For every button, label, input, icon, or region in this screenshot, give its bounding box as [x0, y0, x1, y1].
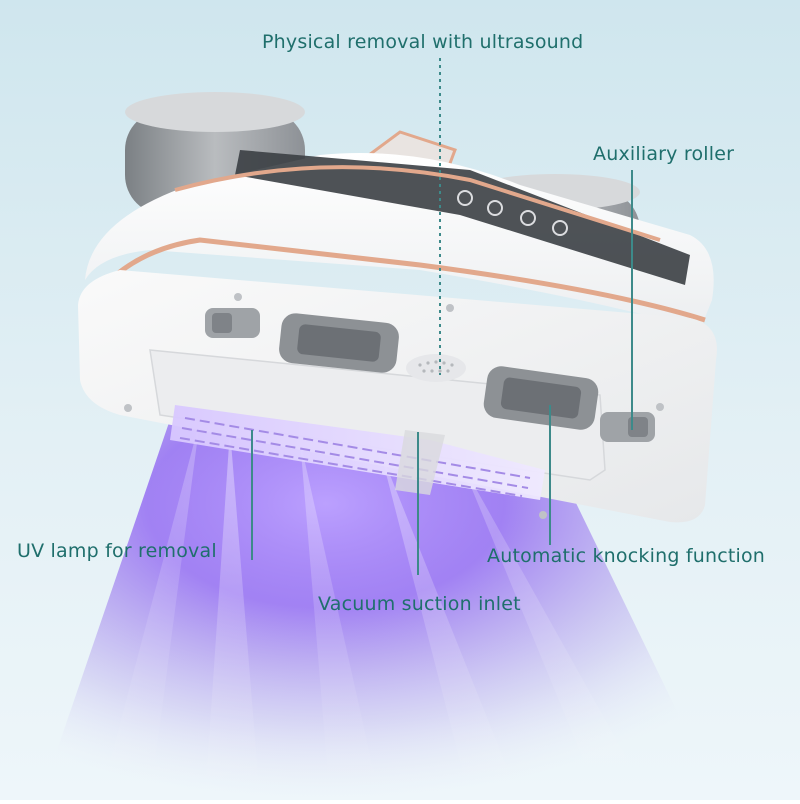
label-uv-lamp: UV lamp for removal: [17, 540, 217, 562]
label-vacuum-inlet: Vacuum suction inlet: [318, 593, 521, 615]
uv-lamp-plate: [170, 405, 545, 500]
label-ultrasound: Physical removal with ultrasound: [262, 31, 584, 53]
label-knocking: Automatic knocking function: [487, 545, 766, 567]
knocking-pad-right: [483, 366, 599, 430]
power-button-icon[interactable]: [457, 190, 473, 206]
uv-button-icon[interactable]: [520, 210, 536, 226]
leader-lines: [251, 58, 633, 575]
ultrasound-button-icon[interactable]: [552, 220, 568, 236]
knocking-pad-left: [279, 313, 399, 373]
vacuum-suction-inlet: [395, 430, 445, 495]
speaker-grille-icon: [406, 354, 466, 382]
auxiliary-roller-right: [600, 412, 655, 442]
label-auxiliary-roller: Auxiliary roller: [593, 143, 735, 165]
device-top-shell: [85, 150, 714, 330]
mode-button-icon[interactable]: [487, 200, 503, 216]
auxiliary-roller-left: [205, 308, 260, 338]
